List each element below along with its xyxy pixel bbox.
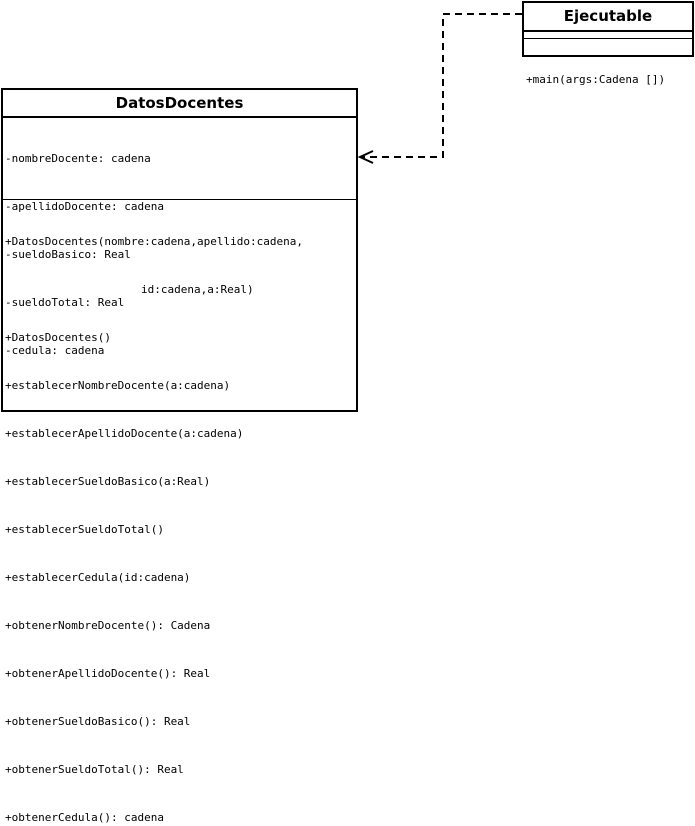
- attribute: -sueldoTotal: Real: [5, 296, 125, 309]
- method-continuation: id:cadena,a:Real): [141, 283, 254, 296]
- attributes-section: -nombreDocente: cadena -apellidoDocente:…: [3, 118, 356, 357]
- attributes-section: [524, 32, 692, 39]
- dependency-line: [360, 13, 522, 158]
- dependency-arrow: [357, 13, 522, 164]
- attribute: -apellidoDocente: cadena: [5, 200, 164, 213]
- methods-section: +main(args:Cadena []): [524, 39, 692, 120]
- class-ejecutable[interactable]: Ejecutable +main(args:Cadena []): [522, 1, 694, 86]
- method: +obtenerNombreDocente(): Cadena: [5, 619, 211, 632]
- method: +DatosDocentes(): [5, 331, 111, 344]
- method: +establecerSueldoBasico(a:Real): [5, 475, 211, 488]
- attribute: -cedula: cadena: [5, 344, 105, 357]
- dependency-arrowhead: [357, 150, 374, 164]
- attribute: -nombreDocente: cadena: [5, 152, 151, 165]
- attribute: -sueldoBasico: Real: [5, 248, 131, 261]
- method: +establecerNombreDocente(a:cadena): [5, 379, 231, 392]
- method: +establecerSueldoTotal(): [5, 523, 164, 536]
- method: +obtenerSueldoTotal(): Real: [5, 763, 184, 776]
- method: +establecerCedula(id:cadena): [5, 571, 191, 584]
- class-name: Ejecutable: [524, 3, 692, 32]
- class-datos-docentes[interactable]: DatosDocentes -nombreDocente: cadena -ap…: [1, 88, 358, 824]
- method: +DatosDocentes(nombre:cadena,apellido:ca…: [5, 235, 304, 248]
- method: +main(args:Cadena []): [526, 73, 666, 86]
- method: +establecerApellidoDocente(a:cadena): [5, 427, 244, 440]
- method: +obtenerApellidoDocente(): Real: [5, 667, 211, 680]
- method: +obtenerCedula(): cadena: [5, 811, 164, 824]
- class-name: DatosDocentes: [3, 90, 356, 118]
- method: +obtenerSueldoBasico(): Real: [5, 715, 191, 728]
- methods-section: +DatosDocentes(nombre:cadena,apellido:ca…: [3, 200, 356, 826]
